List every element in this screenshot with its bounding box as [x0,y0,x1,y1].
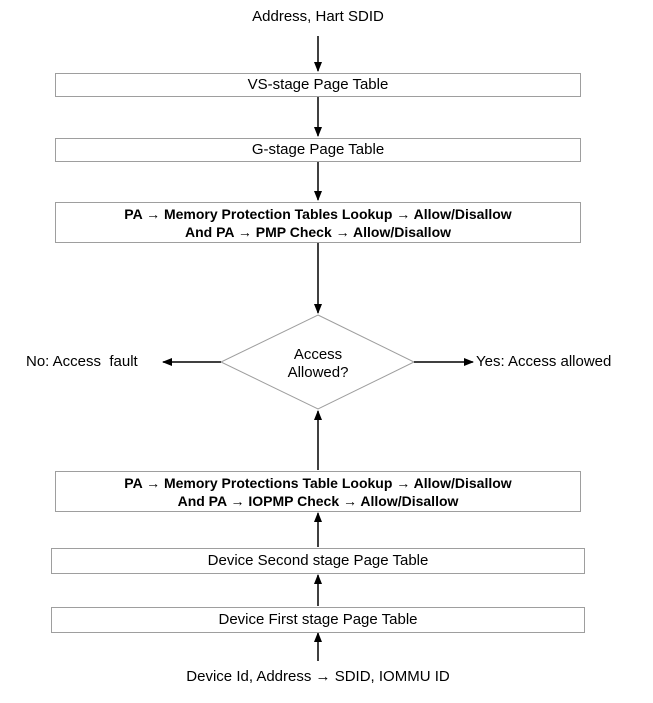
decision-line-1: Access [293,346,343,363]
decision-diamond [219,314,416,410]
vs-stage-page-table-label: VS-stage Page Table [247,76,389,93]
g-stage-page-table-box: G-stage Page Table [55,138,581,162]
bottom-input-label: Device Id, Address → SDID, IOMMU ID [186,668,450,685]
yes-access-allowed-label: Yes: Access allowed [476,353,612,370]
vs-stage-page-table-box: VS-stage Page Table [55,73,581,97]
decision-question: Access Allowed? [258,346,378,382]
no-access-fault-label: No: Access fault [26,353,138,370]
device-second-stage-label: Device Second stage Page Table [207,552,429,569]
cpu-protection-checks-box: PA → Memory Protection Tables Lookup → A… [55,202,581,243]
top-input-label: Address, Hart SDID [252,8,384,25]
device-first-stage-label: Device First stage Page Table [218,611,418,628]
g-stage-page-table-label: G-stage Page Table [251,141,385,158]
cpu-checks-line-1: PA → Memory Protection Tables Lookup → A… [124,205,512,222]
device-checks-line-2: And PA → IOPMP Check → Allow/Disallow [177,492,459,509]
device-second-stage-page-table-box: Device Second stage Page Table [51,548,585,574]
device-first-stage-page-table-box: Device First stage Page Table [51,607,585,633]
device-protection-checks-box: PA → Memory Protections Table Lookup → A… [55,471,581,512]
cpu-checks-line-2: And PA → PMP Check → Allow/Disallow [184,223,452,240]
decision-line-2: Allowed? [287,364,349,381]
device-checks-line-1: PA → Memory Protections Table Lookup → A… [124,474,512,491]
